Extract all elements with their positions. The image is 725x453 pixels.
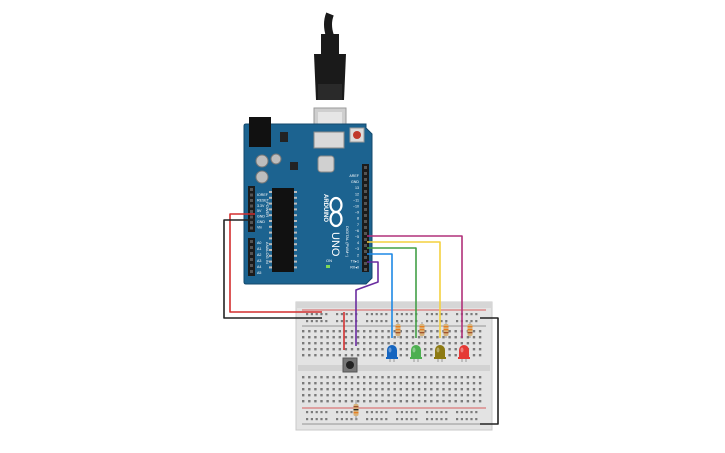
pin-label: AREF (349, 174, 359, 178)
breadboard-holes (302, 313, 482, 421)
wire-purple-button (355, 261, 379, 346)
wire-gnd (223, 219, 322, 319)
center-channel (298, 365, 490, 371)
led (410, 345, 422, 362)
dc-power-jack (249, 117, 271, 147)
wire-ground-rail (480, 317, 499, 425)
power-led (326, 265, 330, 268)
pin-label: GND (257, 220, 265, 224)
pin-label: 3.3V (257, 204, 265, 208)
led (434, 345, 446, 362)
pin-label: ~3 (355, 247, 359, 251)
digital-header (362, 164, 369, 272)
chip-pins (269, 191, 297, 269)
arduino-uno-board: ARDUINO UNO DIGITAL (PWM~) ANALOG IN POW… (243, 117, 373, 285)
model-label: UNO (329, 232, 341, 257)
pin-label: ~11 (353, 198, 359, 202)
power-header (248, 186, 255, 232)
led (386, 345, 398, 362)
pin-label: 13 (355, 186, 359, 190)
wire-5v (229, 213, 322, 313)
wire-yellow-pin3 (367, 241, 441, 338)
wire-magenta-pin2 (367, 235, 463, 338)
push-button (342, 357, 358, 373)
pin-label: ~6 (355, 229, 359, 233)
pin-label: A0 (257, 241, 261, 245)
resistor (467, 322, 473, 338)
on-label: ON (326, 258, 332, 263)
analog-header (248, 238, 255, 276)
pin-label: ~10 (353, 205, 359, 209)
usb-cable (313, 12, 347, 135)
pin-label: 12 (355, 192, 359, 196)
pin-label: A3 (257, 259, 261, 263)
pin-label: A4 (257, 265, 261, 269)
pin-label: Vin (257, 225, 262, 229)
pin-label: GND (257, 215, 265, 219)
power-header-label: POWER (265, 202, 270, 217)
arduino-logo (329, 196, 343, 228)
pin-label: IOREF (257, 193, 269, 197)
pin-label: A5 (257, 271, 261, 275)
leds (386, 345, 470, 362)
analog-header-label: ANALOG IN (265, 242, 270, 264)
resistor (395, 322, 401, 338)
digital-pin-labels: AREF GND 13 12 ~11 ~10 ~9 8 7 ~6 ~5 4 ~3 2TX▸1RX◂0 (349, 174, 359, 270)
pin-label: TX▸1 (351, 259, 359, 263)
pin-label: RESET (257, 198, 270, 202)
digital-header-label: DIGITAL (PWM~) (345, 226, 350, 258)
pin-label: ~9 (355, 211, 359, 215)
capacitor (270, 153, 282, 165)
brand-label: ARDUINO (322, 194, 328, 222)
resistor (419, 322, 425, 338)
capacitor (255, 170, 269, 184)
pin-label: RX◂0 (350, 266, 359, 270)
crystal-oscillator (317, 155, 335, 173)
pull-down-resistor (353, 400, 359, 420)
usb-socket (313, 131, 345, 149)
capacitor (255, 154, 269, 168)
pin-label: ~5 (355, 235, 359, 239)
wire-blue-pin5 (367, 253, 393, 338)
wire-green-pin4 (367, 247, 417, 338)
pin-label: GND (351, 180, 359, 184)
pin-label: A1 (257, 247, 261, 251)
resistor (443, 322, 449, 338)
pin-label: 5V (257, 209, 262, 213)
breadboard (295, 301, 493, 431)
resistors (395, 322, 473, 338)
pin-label: 4 (357, 241, 359, 245)
pin-label: 2 (357, 253, 359, 257)
pin-label: 7 (357, 223, 359, 227)
pin-label: 8 (357, 217, 359, 221)
pin-label: A2 (257, 253, 261, 257)
microcontroller-chip (272, 188, 294, 272)
led (458, 345, 470, 362)
